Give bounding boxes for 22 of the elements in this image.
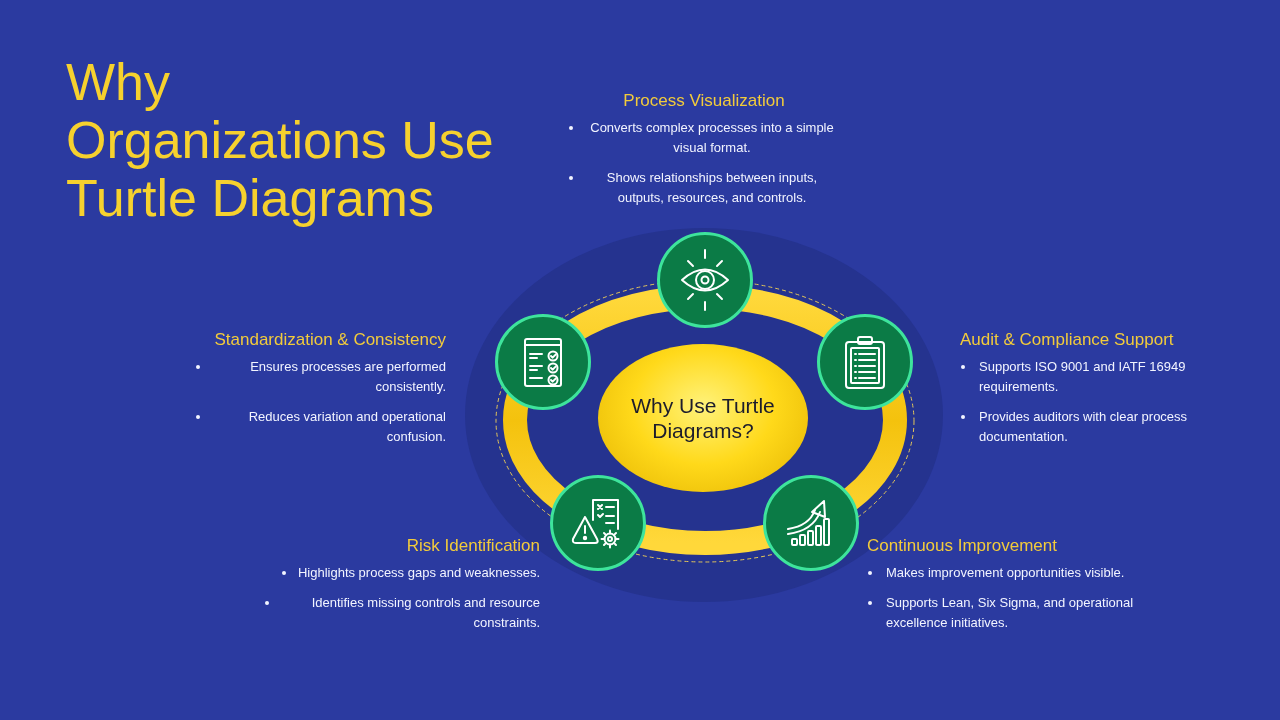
bullet-point: Identifies missing controls and resource constraints. <box>310 594 540 632</box>
section-heading: Audit & Compliance Support <box>960 329 1174 351</box>
bullet-point: Supports ISO 9001 and IATF 16949 requirements. <box>979 358 1187 396</box>
bullet-point: Ensures processes are performed consistently. <box>249 358 446 396</box>
hub-question: Why Use Turtle Diagrams? <box>630 393 776 443</box>
clipboard-icon <box>817 314 913 410</box>
eye-icon <box>656 231 753 328</box>
section-heading: Standardization & Consistency <box>214 329 446 351</box>
bullet-point: Highlights process gaps and weaknesses. <box>297 564 540 582</box>
bullet-point: Converts complex processes into a simple visual format. <box>589 119 835 157</box>
checklist-icon <box>494 314 591 410</box>
section-heading: Continuous Improvement <box>867 535 1057 557</box>
bullet-point: Provides auditors with clear process documentation. <box>979 408 1189 446</box>
rising-bar-chart-icon <box>762 475 859 571</box>
bullet-point: Reduces variation and operational confusion. <box>247 408 446 446</box>
warning-document-gear-icon <box>550 475 646 571</box>
section-heading: Process Visualization <box>623 90 785 112</box>
bullet-point: Makes improvement opportunities visible. <box>886 564 1125 582</box>
bullet-point: Shows relationships between inputs, outputs, resources, and controls. <box>605 169 819 207</box>
slide-title: Why Organizations Use Turtle Diagrams <box>66 53 495 227</box>
bullet-point: Supports Lean, Six Sigma, and operational excellence initiatives. <box>886 594 1135 632</box>
section-heading: Risk Identification <box>406 535 540 557</box>
